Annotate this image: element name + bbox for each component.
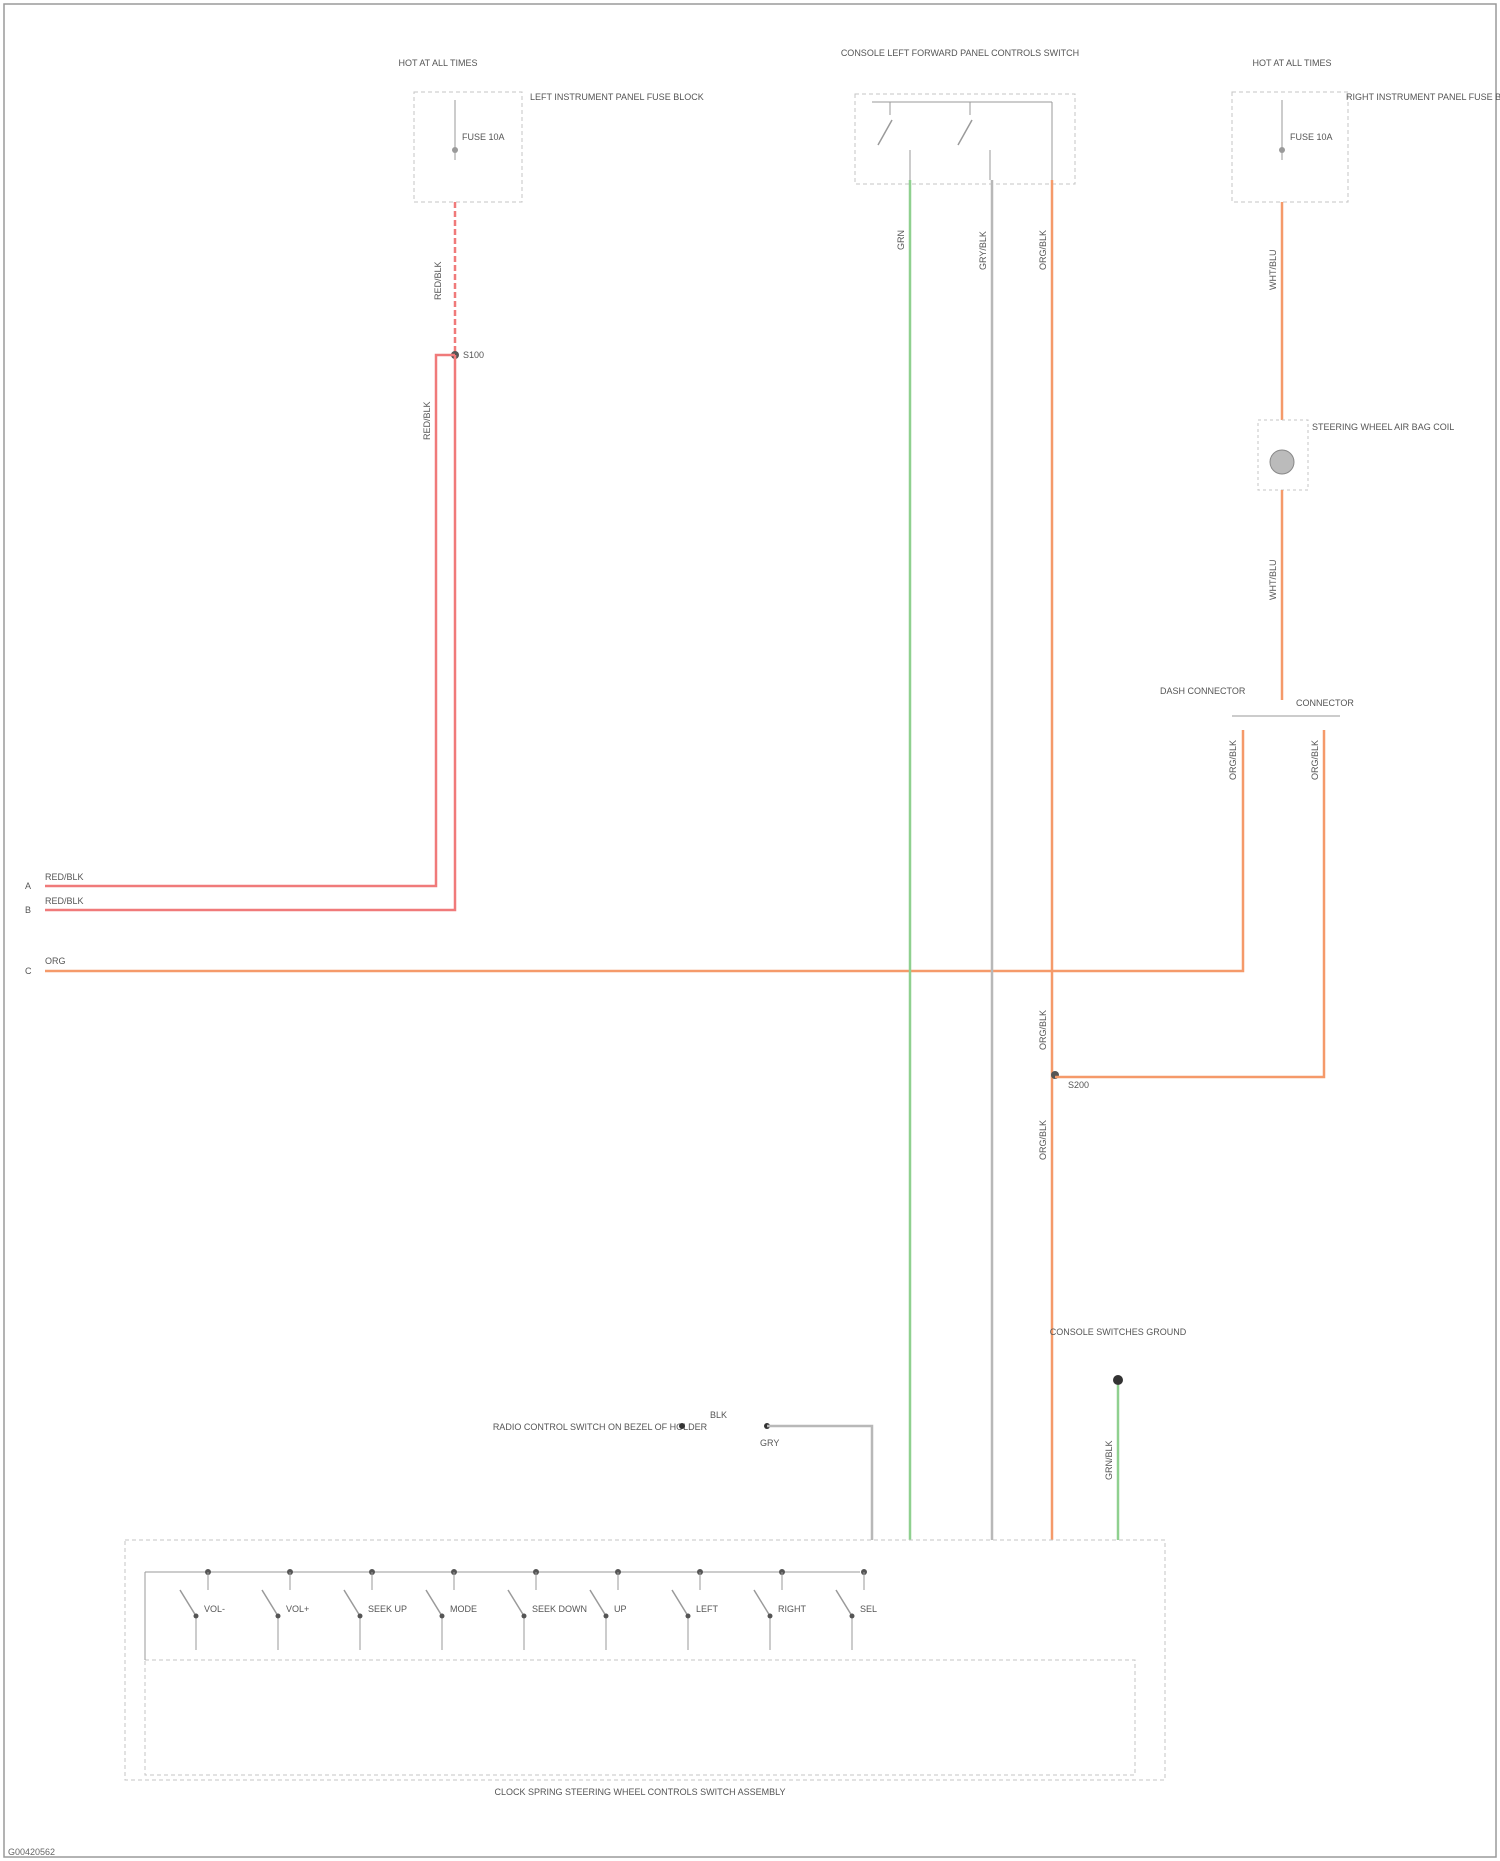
wire-label-right-2: WHT/BLU xyxy=(1268,560,1278,601)
clock-spring-name: STEERING WHEEL AIR BAG COIL xyxy=(1312,422,1454,432)
wire-label-orange-3: ORG/BLK xyxy=(1038,1120,1048,1160)
left-fuse-name: LEFT INSTRUMENT PANEL FUSE BLOCK xyxy=(530,92,704,102)
switch-vol-: VOL+ xyxy=(262,1569,309,1650)
switch-vol-: VOL- xyxy=(180,1569,225,1650)
switch-label: UP xyxy=(614,1604,627,1614)
right-fuse-heading: HOT AT ALL TIMES xyxy=(1252,58,1331,68)
wire-label-orange-1: ORG/BLK xyxy=(1038,230,1048,270)
console-switch: CONSOLE LEFT FORWARD PANEL CONTROLS SWIT… xyxy=(841,48,1079,184)
right-fuse-label: FUSE 10A xyxy=(1290,132,1333,142)
wire-orange-horizontal xyxy=(45,730,1243,971)
wire-label-green: GRN xyxy=(896,230,906,250)
wire-orange-s200 xyxy=(1055,730,1324,1077)
switch-label: VOL- xyxy=(204,1604,225,1614)
wire-red-a xyxy=(45,355,455,910)
switch-left: LEFT xyxy=(672,1569,719,1650)
splice-s200-label: S200 xyxy=(1068,1080,1089,1090)
left-fuse-label: FUSE 10A xyxy=(462,132,505,142)
left-fuse-heading: HOT AT ALL TIMES xyxy=(398,58,477,68)
right-fuse-block: HOT AT ALL TIMES RIGHT INSTRUMENT PANEL … xyxy=(1232,58,1500,202)
switch-seek-up: SEEK UP xyxy=(344,1569,407,1650)
wire-label-1: RED/BLK xyxy=(433,261,443,300)
ref-a: A xyxy=(25,881,31,891)
wire-label-2: RED/BLK xyxy=(422,401,432,440)
right-fuse-name: RIGHT INSTRUMENT PANEL FUSE BLOCK xyxy=(1346,92,1500,102)
wire-label-orange-2: ORG/BLK xyxy=(1038,1010,1048,1050)
splice-s100-label: S100 xyxy=(463,350,484,360)
wire-label-right-1: WHT/BLU xyxy=(1268,250,1278,291)
wire-label-ground: GRN/BLK xyxy=(1104,1440,1114,1480)
switch-mode: MODE xyxy=(426,1569,477,1650)
steering-module xyxy=(125,1540,1165,1780)
switch-row: VOL- VOL+ SEEK UP MODE SEEK DOWN UP LEFT RIGHT S… xyxy=(180,1569,877,1650)
clock-spring: STEERING WHEEL AIR BAG COIL xyxy=(1258,420,1454,490)
wire-label-sensor-top: BLK xyxy=(710,1410,727,1420)
wire-label-left-3: ORG xyxy=(45,956,66,966)
wire-label-sensor-bottom: GRY xyxy=(760,1438,779,1448)
switch-label: VOL+ xyxy=(286,1604,309,1614)
switch-label: RIGHT xyxy=(778,1604,807,1614)
ref-c: C xyxy=(25,966,32,976)
wire-label-dash-2: ORG/BLK xyxy=(1310,740,1320,780)
wire-label-dash-1: ORG/BLK xyxy=(1228,740,1238,780)
switch-label: SEEK DOWN xyxy=(532,1604,587,1614)
left-fuse-block: HOT AT ALL TIMES LEFT INSTRUMENT PANEL F… xyxy=(398,58,703,202)
switch-seek-down: SEEK DOWN xyxy=(508,1569,587,1650)
ground-label: CONSOLE SWITCHES GROUND xyxy=(1050,1327,1187,1337)
switch-up: UP xyxy=(590,1569,627,1650)
ground-point xyxy=(1113,1375,1123,1385)
wire-label-left-2: RED/BLK xyxy=(45,896,84,906)
footer-id: G00420562 xyxy=(8,1847,55,1857)
wire-red-b xyxy=(45,355,455,886)
dash-connector-label: DASH CONNECTOR xyxy=(1160,686,1246,696)
switch-label: SEL xyxy=(860,1604,877,1614)
wire-sensor xyxy=(767,1426,872,1540)
switch-label: SEEK UP xyxy=(368,1604,407,1614)
ref-b: B xyxy=(25,905,31,915)
sensor-label: RADIO CONTROL SWITCH ON BEZEL OF HOLDER xyxy=(493,1422,708,1432)
console-switch-heading: CONSOLE LEFT FORWARD PANEL CONTROLS SWIT… xyxy=(841,48,1079,58)
module-name: CLOCK SPRING STEERING WHEEL CONTROLS SWI… xyxy=(494,1787,785,1797)
switch-right: RIGHT xyxy=(754,1569,807,1650)
wire-label-gray: GRY/BLK xyxy=(978,231,988,270)
wire-label-left-1: RED/BLK xyxy=(45,872,84,882)
switch-sel: SEL xyxy=(836,1569,877,1650)
switch-label: MODE xyxy=(450,1604,477,1614)
switch-label: LEFT xyxy=(696,1604,719,1614)
dash-connector-right: CONNECTOR xyxy=(1296,698,1354,708)
